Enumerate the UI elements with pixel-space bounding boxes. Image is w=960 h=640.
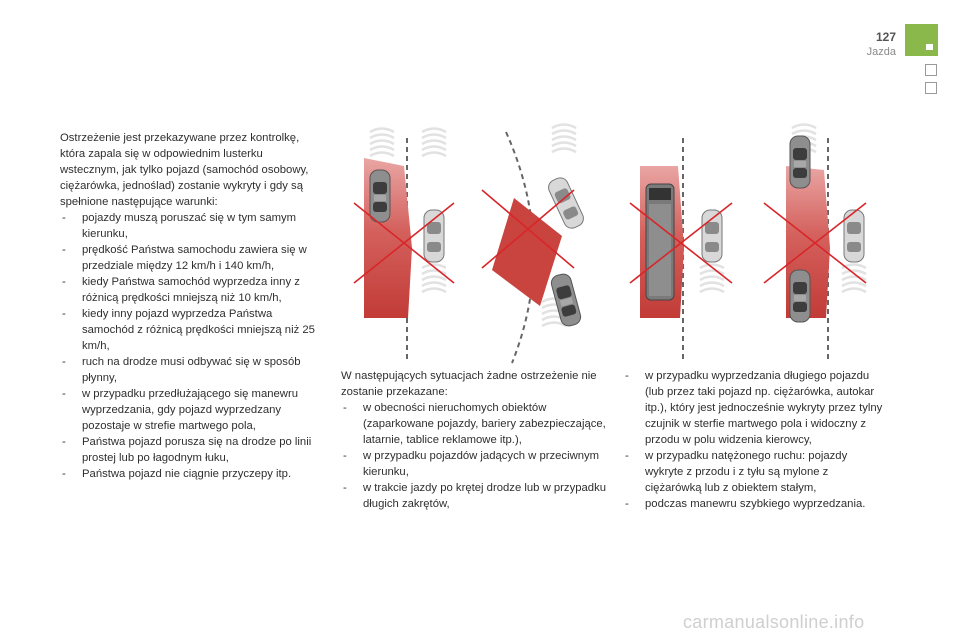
list-item: prędkość Państwa samochodu zawiera się w…	[60, 242, 322, 274]
list-item: pojazdy muszą poruszać się w tym samym k…	[60, 210, 322, 242]
cross-mark-icon	[481, 189, 575, 269]
chapter-tab[interactable]	[905, 24, 938, 56]
page-number: 127	[875, 30, 896, 44]
list-item: w przypadku przedłużającego się manewru …	[60, 386, 322, 434]
figure-curved-road	[481, 125, 587, 364]
chapter-tab-empty-1[interactable]	[925, 64, 937, 76]
list-item: ruch na drodze musi odbywać się w sposób…	[60, 354, 322, 386]
watermark: carmanualsonline.info	[683, 612, 865, 632]
cross-mark-icon	[763, 202, 867, 284]
list-item: kiedy inny pojazd wyprzedza Państwa samo…	[60, 306, 322, 354]
list-item: kiedy Państwa samochód wyprzedza inny z …	[60, 274, 322, 306]
no-warning-column: W następujących sytuacjach żadne ostrzeż…	[341, 368, 607, 512]
chapter-tab-empty-2[interactable]	[925, 82, 937, 94]
list-item: w trakcie jazdy po krętej drodze lub w p…	[341, 480, 607, 512]
figure-stationary-objects	[353, 129, 455, 363]
no-warning-intro: W następujących sytuacjach żadne ostrzeż…	[341, 370, 597, 398]
list-item: Państwa pojazd porusza się na drodze po …	[60, 434, 322, 466]
list-item: Państwa pojazd nie ciągnie przyczepy itp…	[60, 466, 322, 482]
blind-spot-illustrations	[353, 118, 867, 364]
no-warning-list: w obecności nieruchomych obiektów (zapar…	[341, 400, 607, 512]
conditions-intro: Ostrzeżenie jest przekazywane przez kont…	[60, 132, 309, 208]
cross-mark-icon	[629, 202, 733, 284]
list-item: w przypadku natężonego ruchu: pojazdy wy…	[623, 448, 883, 496]
no-warning-list-continued: w przypadku wyprzedzania długiego pojazd…	[623, 368, 883, 512]
section-title: Jazda	[866, 46, 896, 58]
conditions-column: Ostrzeżenie jest przekazywane przez kont…	[60, 130, 322, 482]
list-item: podczas manewru szybkiego wyprzedzania.	[623, 496, 883, 512]
list-item: w przypadku pojazdów jadących w przeciwn…	[341, 448, 607, 480]
list-item: w obecności nieruchomych obiektów (zapar…	[341, 400, 607, 448]
chapter-tab-marker	[926, 44, 933, 50]
list-item: w przypadku wyprzedzania długiego pojazd…	[623, 368, 883, 448]
conditions-list: pojazdy muszą poruszać się w tym samym k…	[60, 210, 322, 482]
figure-long-vehicle	[629, 138, 733, 363]
cross-mark-icon	[353, 202, 455, 284]
no-warning-column-continued: w przypadku wyprzedzania długiego pojazd…	[623, 368, 883, 512]
figure-heavy-traffic	[763, 125, 867, 363]
